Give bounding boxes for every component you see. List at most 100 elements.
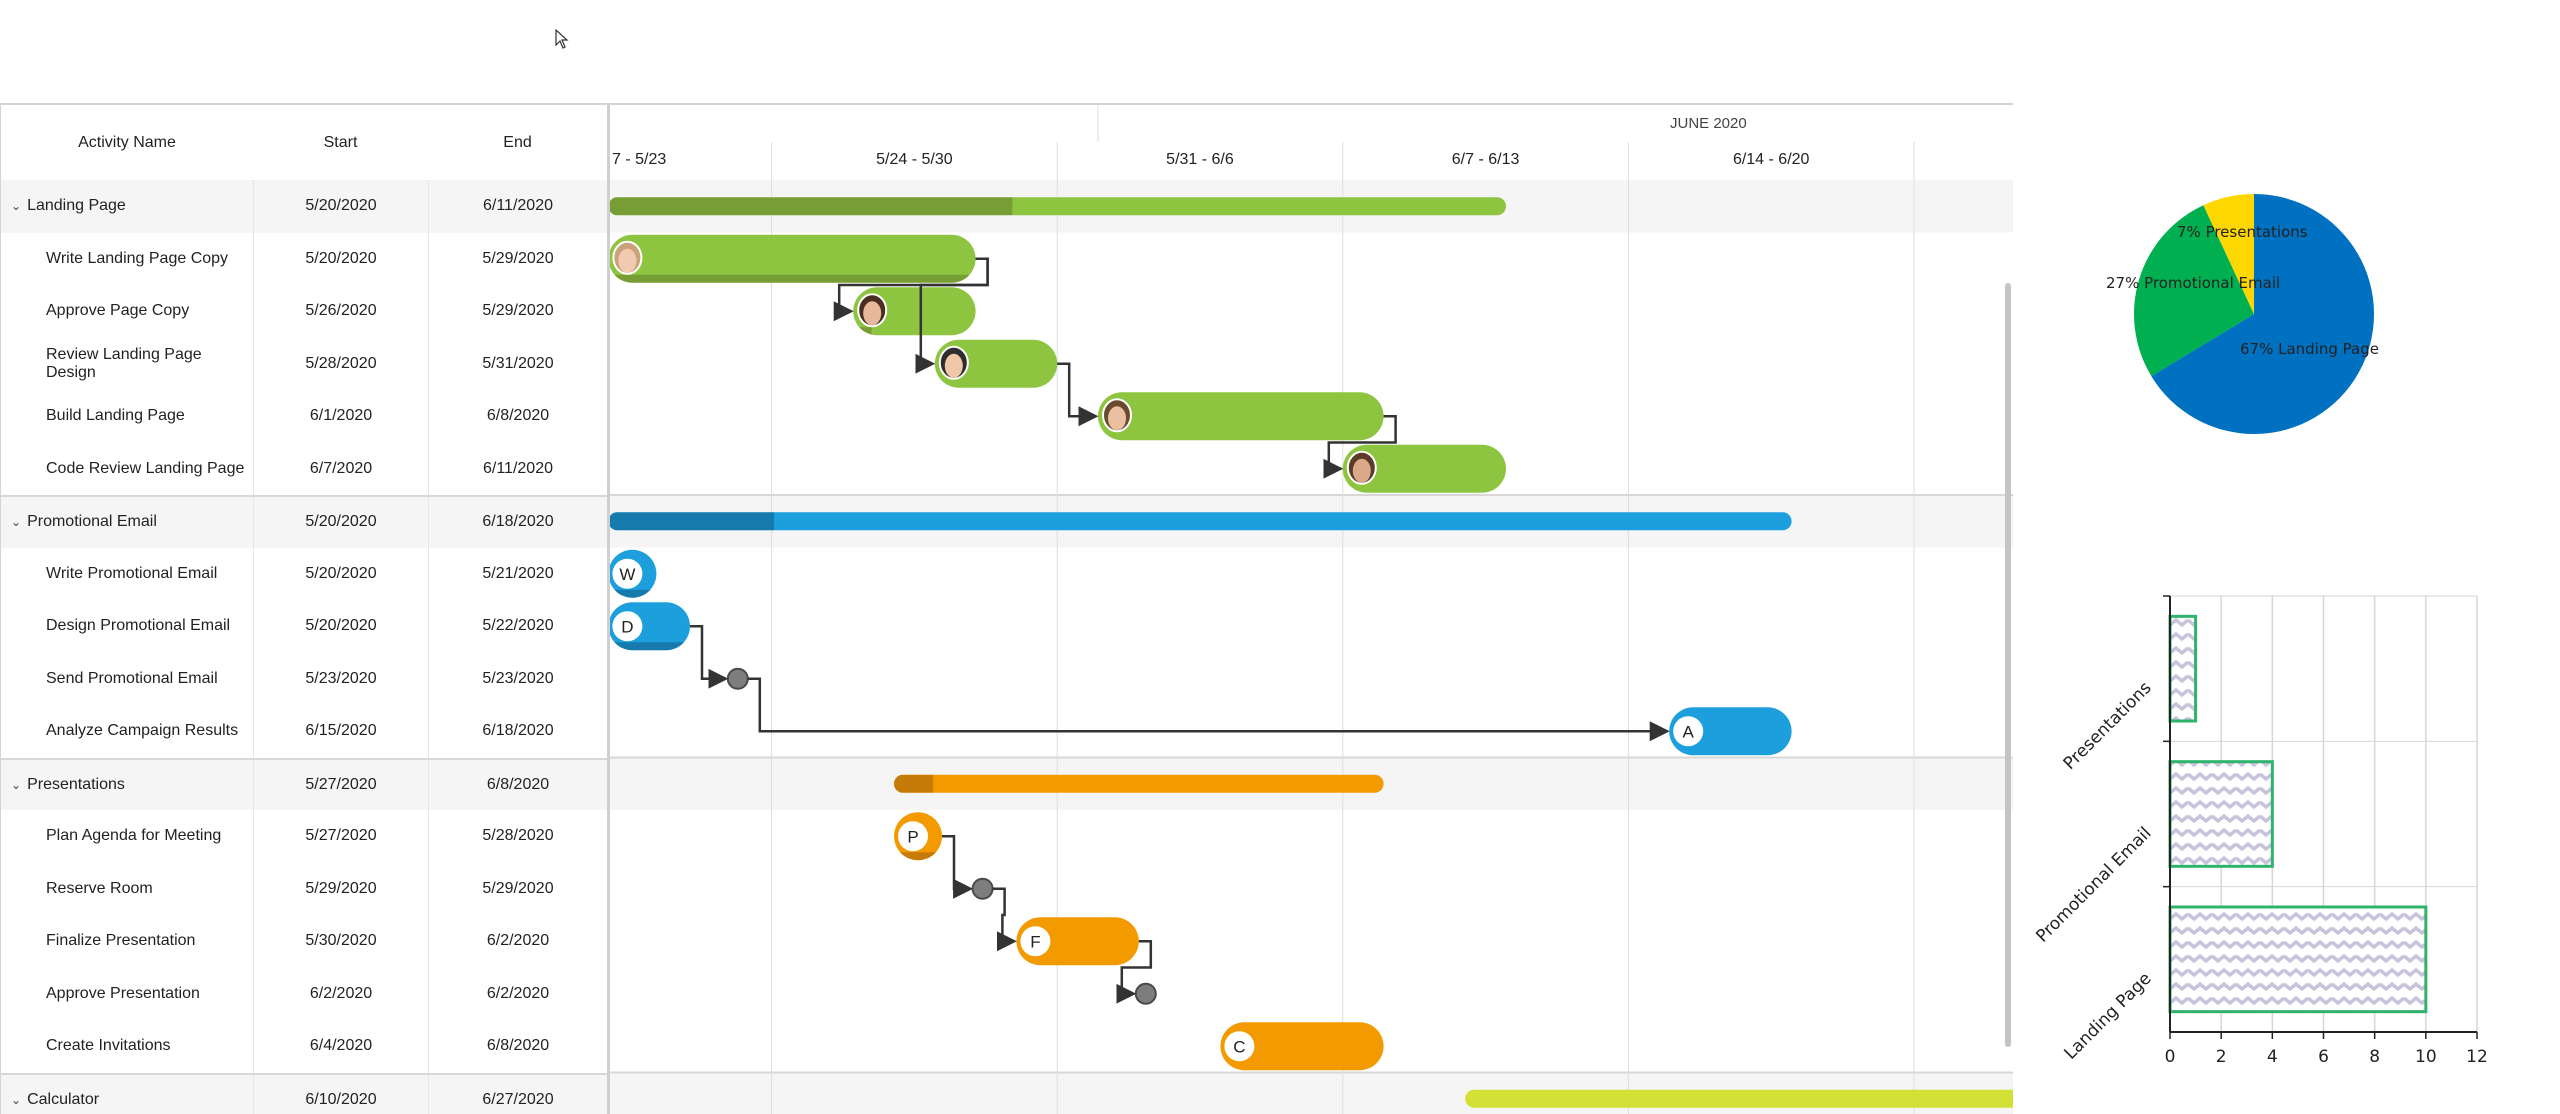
vertical-scrollbar[interactable] xyxy=(2005,283,2011,1047)
dependency-connector[interactable] xyxy=(690,626,726,679)
activity-name: Approve Presentation xyxy=(1,985,200,1003)
week-header: 6/7 - 6/13 xyxy=(1343,151,1629,169)
task-bar[interactable]: P xyxy=(894,812,942,860)
end-cell: 6/8/2020 xyxy=(428,1020,607,1073)
summary-bar[interactable] xyxy=(610,512,1792,530)
column-header-start[interactable]: Start xyxy=(253,105,428,180)
activity-name: Send Promotional Email xyxy=(1,670,218,688)
end-cell: 5/22/2020 xyxy=(428,600,607,653)
activity-name: Reserve Room xyxy=(1,880,153,898)
pie-label: 7% Presentations xyxy=(2177,223,2308,241)
column-header-activity-name[interactable]: Activity Name xyxy=(1,105,253,180)
task-bar[interactable]: W xyxy=(610,550,656,598)
start-cell: 5/29/2020 xyxy=(253,863,428,916)
bar[interactable] xyxy=(2170,907,2426,1012)
x-tick-label: 8 xyxy=(2369,1047,2380,1067)
start-cell: 6/4/2020 xyxy=(253,1020,428,1073)
milestone-marker[interactable] xyxy=(973,879,993,899)
chevron-down-icon[interactable]: ⌄ xyxy=(11,199,21,213)
mouse-cursor-icon xyxy=(555,29,569,49)
column-header-end[interactable]: End xyxy=(428,105,607,180)
start-cell: 6/7/2020 xyxy=(253,443,428,496)
name-cell: Analyze Campaign Results xyxy=(1,705,253,758)
start-cell: 5/20/2020 xyxy=(253,233,428,286)
activity-name: Analyze Campaign Results xyxy=(1,722,238,740)
end-cell: 5/28/2020 xyxy=(428,810,607,863)
task-bar[interactable] xyxy=(853,287,975,335)
x-tick-label: 4 xyxy=(2267,1047,2278,1067)
name-cell: Send Promotional Email xyxy=(1,653,253,706)
start-cell: 5/30/2020 xyxy=(253,915,428,968)
task-initial: C xyxy=(1233,1037,1245,1056)
chevron-down-icon[interactable]: ⌄ xyxy=(11,515,21,529)
end-cell: 5/29/2020 xyxy=(428,285,607,338)
task-bar[interactable] xyxy=(610,235,976,283)
dependency-connector[interactable] xyxy=(993,889,1015,942)
milestone-marker[interactable] xyxy=(728,669,748,689)
end-cell: 5/29/2020 xyxy=(428,233,607,286)
summary-bar-fill xyxy=(610,512,1792,530)
summary-bar[interactable] xyxy=(610,197,1506,215)
x-tick-label: 6 xyxy=(2318,1047,2329,1067)
chevron-down-icon[interactable]: ⌄ xyxy=(11,1093,21,1107)
task-bar[interactable] xyxy=(935,340,1057,388)
name-cell: ⌄ Presentations xyxy=(1,760,253,811)
name-cell: Design Promotional Email xyxy=(1,600,253,653)
dependency-connector[interactable] xyxy=(1057,364,1096,417)
task-bar[interactable]: C xyxy=(1220,1022,1383,1070)
activity-name: Plan Agenda for Meeting xyxy=(1,827,221,845)
task-bar[interactable] xyxy=(1343,445,1506,493)
activity-name: Presentations xyxy=(27,776,125,794)
activity-name: Review Landing Page Design xyxy=(1,346,253,382)
start-cell: 5/28/2020 xyxy=(253,338,428,391)
x-tick-label: 10 xyxy=(2415,1047,2437,1067)
name-cell: Build Landing Page xyxy=(1,390,253,443)
task-initial: D xyxy=(621,617,633,636)
name-cell: Approve Page Copy xyxy=(1,285,253,338)
name-cell: Code Review Landing Page xyxy=(1,443,253,496)
task-bar[interactable]: A xyxy=(1669,707,1791,755)
activity-name: Finalize Presentation xyxy=(1,932,195,950)
task-bar[interactable]: F xyxy=(1016,917,1138,965)
x-tick-label: 2 xyxy=(2216,1047,2227,1067)
activity-name: Build Landing Page xyxy=(1,407,185,425)
task-bar[interactable] xyxy=(1098,392,1384,440)
milestone-marker[interactable] xyxy=(1136,984,1156,1004)
summary-bar[interactable] xyxy=(1465,1090,2013,1108)
chevron-down-icon[interactable]: ⌄ xyxy=(11,778,21,792)
name-cell: Approve Presentation xyxy=(1,968,253,1021)
task-bar[interactable]: D xyxy=(610,602,690,650)
activity-name: Write Promotional Email xyxy=(1,565,217,583)
avatar xyxy=(940,347,968,379)
summary-bar[interactable] xyxy=(894,775,1384,793)
start-cell: 5/20/2020 xyxy=(253,497,428,548)
start-cell: 5/27/2020 xyxy=(253,810,428,863)
end-cell: 5/29/2020 xyxy=(428,863,607,916)
dependency-connector[interactable] xyxy=(942,836,971,889)
pie-label: 27% Promotional Email xyxy=(2106,274,2280,292)
timeline-canvas: WD A P F C xyxy=(610,105,2013,1114)
dependency-connector[interactable] xyxy=(748,679,1667,732)
bar[interactable] xyxy=(2170,616,2196,721)
bar[interactable] xyxy=(2170,762,2272,867)
